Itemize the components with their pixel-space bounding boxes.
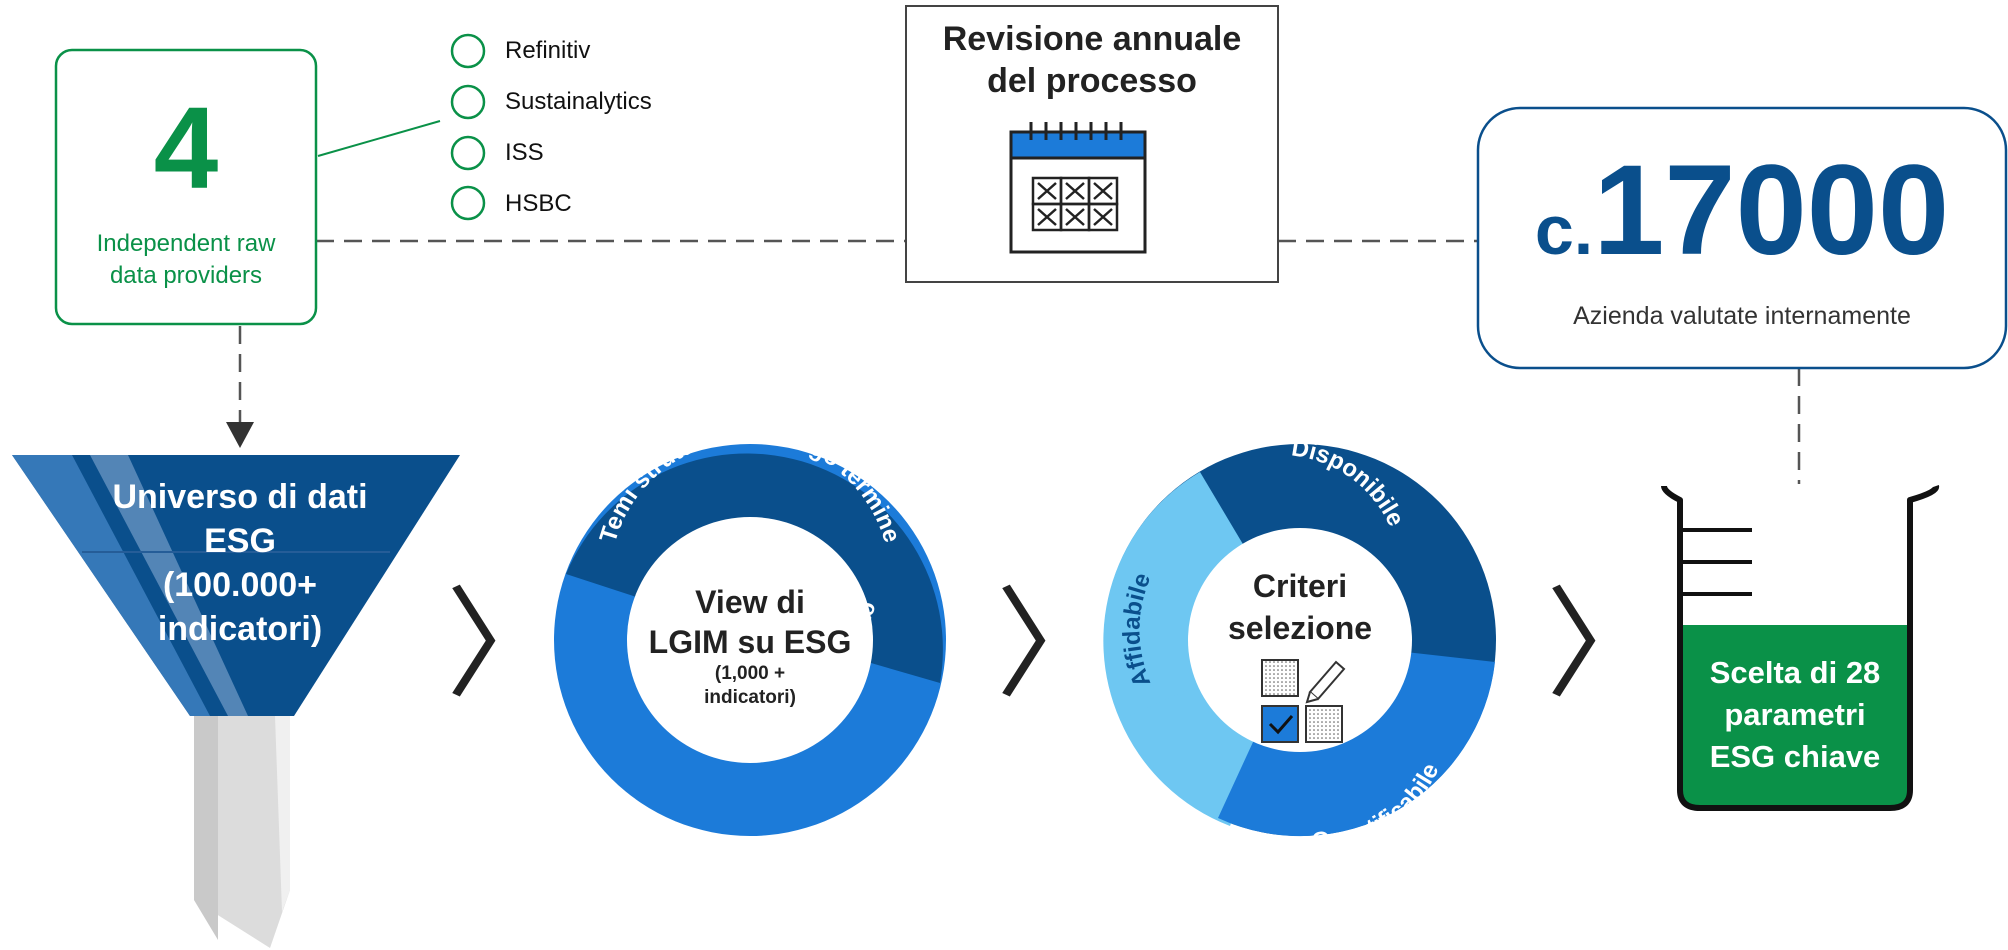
companies-prefix: c. (1534, 191, 1594, 269)
checklist-icon (1261, 659, 1346, 743)
dashed-connectors (238, 239, 1801, 484)
criteria-center-label: Criteri selezione (1190, 565, 1410, 649)
view-center-label: View di LGIM su ESG (1,000 + indicatori) (630, 582, 870, 710)
chevron-right-icon: 〉 (996, 578, 1116, 712)
provider-list: Refinitiv Sustainalytics ISS HSBC (505, 34, 652, 238)
criteria-center-line1: Criteri (1252, 568, 1348, 604)
companies-figure: c.17000 (1478, 146, 2006, 315)
funnel-label-line1: Universo di dati (112, 478, 368, 516)
providers-caption-line1: Independent raw (96, 230, 276, 257)
view-center-line2: LGIM su ESG (648, 624, 852, 660)
companies-caption: Azienda valutate internamente (1573, 302, 1911, 330)
view-center-line1: View di (695, 584, 805, 620)
down-arrow-icon (226, 422, 254, 448)
beaker-label: Scelta di 28 parametri ESG chiave (1680, 652, 1910, 778)
criteria-center-line2: selezione (1227, 610, 1373, 646)
chevron-right-icon: 〉 (1546, 578, 1666, 712)
provider-bullets (450, 33, 486, 221)
beaker-label-line2: parametri (1724, 697, 1866, 732)
beaker-label-line1: Scelta di 28 (1709, 655, 1881, 690)
companies-number: 17000 (1593, 139, 1950, 282)
review-title-line2: del processo (987, 62, 1197, 100)
review-title-line1: Revisione annuale (942, 20, 1242, 58)
pencil-icon (1305, 660, 1346, 704)
funnel-graphic (12, 455, 460, 948)
providers-caption: Independent raw data providers (56, 228, 316, 292)
provider-item: Refinitiv (505, 37, 591, 64)
beaker-graphic (1661, 485, 1940, 811)
funnel-label-line4: indicatori) (157, 610, 323, 648)
criteria-ring (1103, 444, 1496, 837)
chevron-right-icon: 〉 (446, 578, 566, 712)
provider-item: HSBC (505, 190, 572, 217)
companies-box (1476, 106, 2008, 370)
calendar-icon (1009, 122, 1147, 254)
funnel-label: Universo di dati ESG (100.000+ indicator… (60, 475, 420, 651)
funnel-label-line3: (100.000+ (162, 566, 318, 604)
providers-connector (317, 120, 441, 157)
review-title: Revisione annuale del processo (906, 18, 1278, 102)
providers-box (54, 48, 318, 326)
view-center-small1: (1,000 + (714, 663, 786, 684)
providers-count: 4 (153, 83, 219, 213)
providers-caption-line2: data providers (109, 262, 263, 289)
view-ring (554, 444, 946, 836)
view-center-small2: indicatori) (704, 687, 796, 708)
funnel-label-line2: ESG (204, 522, 276, 560)
beaker-label-line3: ESG chiave (1709, 739, 1881, 774)
provider-item: Sustainalytics (505, 88, 652, 115)
provider-item: ISS (505, 139, 544, 166)
